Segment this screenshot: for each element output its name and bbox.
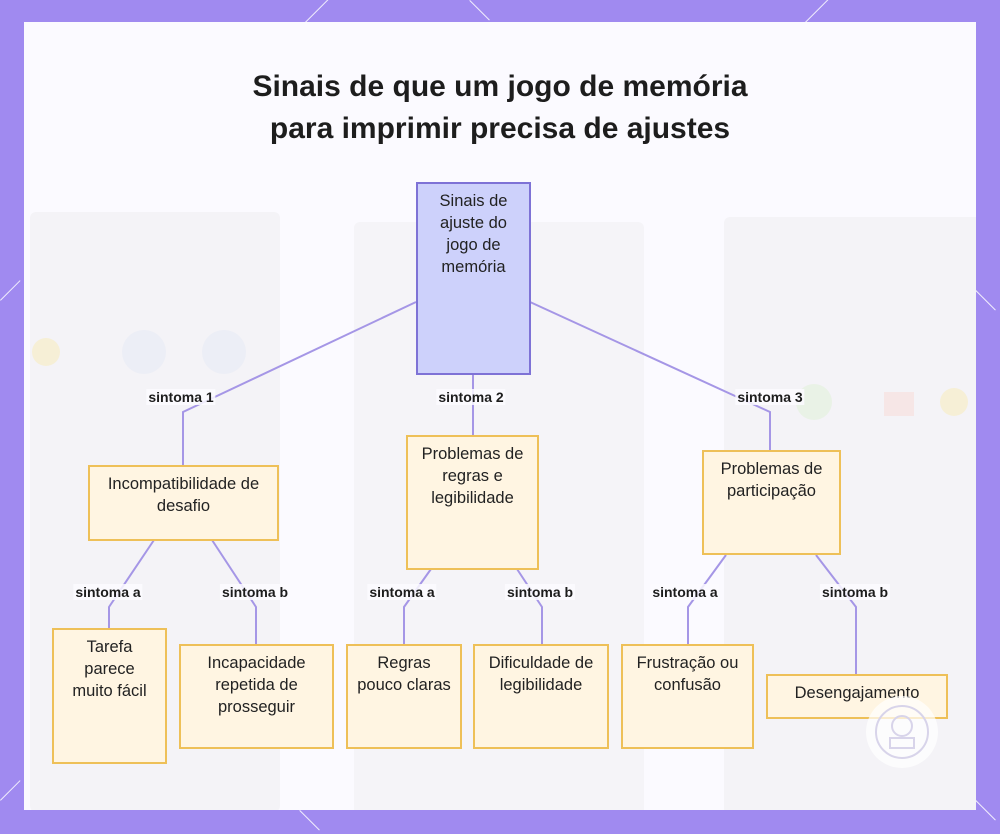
edge-label-b3-sintoma-b: sintoma b <box>819 584 891 600</box>
root-node: Sinais de ajuste do jogo de memória <box>416 182 531 375</box>
leaf-node-b3-a-label: Frustração ou confusão <box>636 654 739 694</box>
connector-root-branch-1 <box>182 301 417 465</box>
leaf-node-b1-a: Tarefa parece muito fácil <box>52 628 167 764</box>
edge-label-b3-sintoma-a: sintoma a <box>650 584 720 600</box>
connector-root-branch-3 <box>529 301 771 450</box>
diagram-panel: Sinais de que um jogo de memória para im… <box>24 22 976 810</box>
connector-b1-a <box>108 539 155 628</box>
root-node-label: Sinais de ajuste do jogo de memória <box>439 192 508 276</box>
title-line-1: Sinais de que um jogo de memória <box>252 70 748 103</box>
leaf-node-b2-a-label: Regras pouco claras <box>357 654 451 694</box>
watermark-logo-icon <box>866 696 938 768</box>
branch-node-1: Incompatibilidade de desafio <box>88 465 279 541</box>
connector-b2-b <box>516 568 543 644</box>
branch-node-3-label: Problemas de participação <box>720 460 823 500</box>
edge-label-sintoma-1: sintoma 1 <box>146 389 216 405</box>
title-line-2: para imprimir precisa de ajustes <box>269 112 731 145</box>
leaf-node-b1-b-label: Incapacidade repetida de prosseguir <box>207 654 306 716</box>
leaf-node-b2-b: Dificuldade de legibilidade <box>473 644 609 749</box>
edge-label-b1-sintoma-b: sintoma b <box>219 584 291 600</box>
branch-node-1-label: Incompatibilidade de desafio <box>107 475 260 515</box>
connector-lines <box>108 301 857 674</box>
leaf-node-b2-a: Regras pouco claras <box>346 644 462 749</box>
branch-node-3: Problemas de participação <box>702 450 841 555</box>
edge-label-sintoma-2: sintoma 2 <box>436 389 506 405</box>
connector-b3-b <box>815 554 857 674</box>
leaf-node-b1-a-label: Tarefa parece muito fácil <box>72 638 147 700</box>
edge-label-sintoma-3: sintoma 3 <box>735 389 805 405</box>
leaf-node-b3-a: Frustração ou confusão <box>621 644 754 749</box>
leaf-node-b2-b-label: Dificuldade de legibilidade <box>488 654 594 694</box>
connector-b1-b <box>211 539 257 644</box>
edge-label-b2-sintoma-a: sintoma a <box>367 584 437 600</box>
branch-node-2-label: Problemas de regras e legibilidade <box>421 445 524 507</box>
branch-node-2: Problemas de regras e legibilidade <box>406 435 539 570</box>
leaf-node-b1-b: Incapacidade repetida de prosseguir <box>179 644 334 749</box>
diagram-title: Sinais de que um jogo de memória para im… <box>24 66 976 150</box>
edge-label-b2-sintoma-b: sintoma b <box>504 584 576 600</box>
connector-b3-a <box>687 554 727 644</box>
edge-label-b1-sintoma-a: sintoma a <box>73 584 143 600</box>
connector-b2-a <box>403 568 432 644</box>
